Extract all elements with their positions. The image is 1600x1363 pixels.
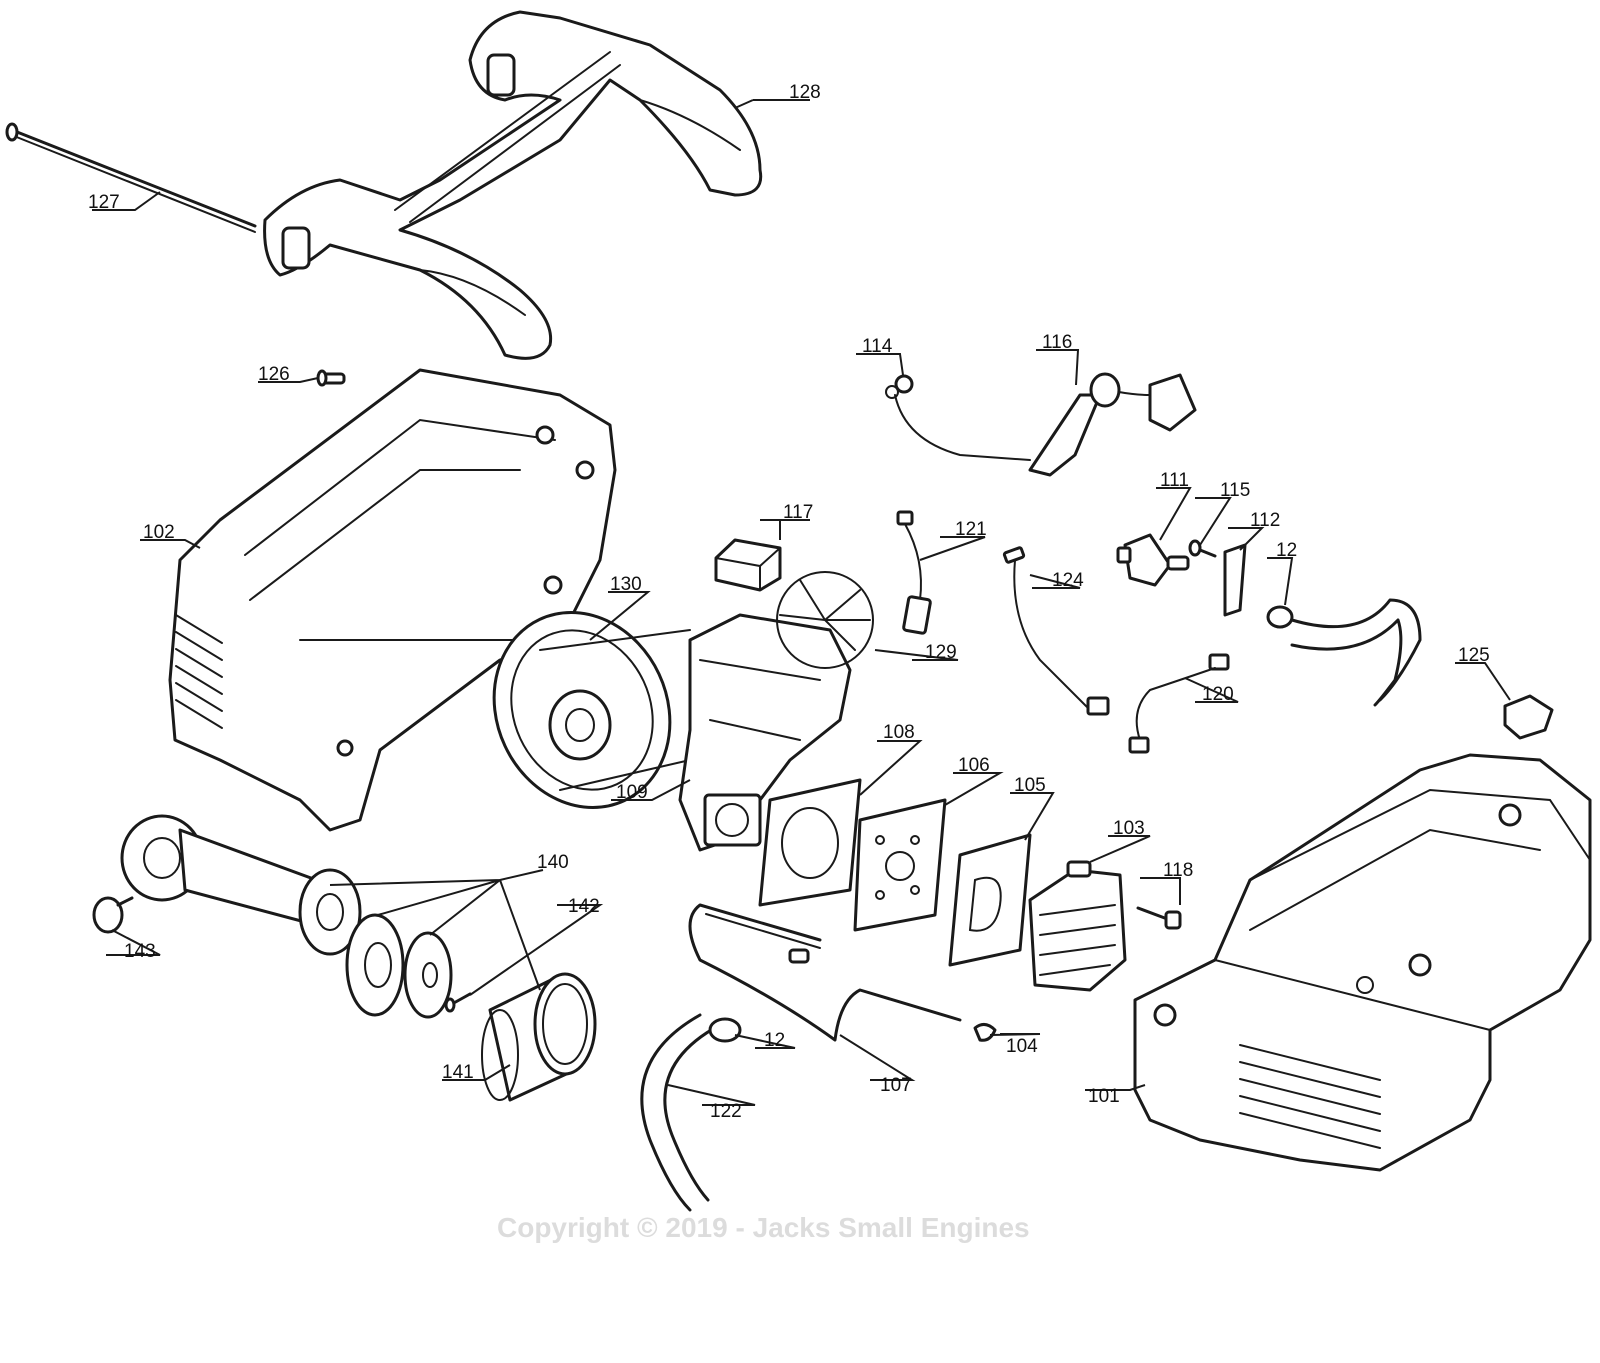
callout-106: 106 <box>958 755 990 776</box>
callout-105: 105 <box>1014 775 1046 796</box>
callout-130: 130 <box>610 574 642 595</box>
callout-107: 107 <box>880 1075 912 1096</box>
callout-127: 127 <box>88 192 120 213</box>
part-120-wire <box>1128 653 1230 754</box>
part-128-handle <box>263 10 763 360</box>
part-112-bracket <box>1223 543 1247 617</box>
callout-140: 140 <box>537 852 569 873</box>
part-117-filter-pad <box>714 538 782 592</box>
callout-116: 116 <box>1042 332 1072 353</box>
part-126-screw <box>316 369 346 387</box>
right-shroud-vents <box>1239 1044 1381 1149</box>
callout-101: 101 <box>1088 1086 1120 1107</box>
part-122-hose <box>640 1013 722 1212</box>
part-142-screw <box>444 992 472 1013</box>
callout-111: 111 <box>1160 470 1189 491</box>
part-140-washers <box>345 913 453 1019</box>
part-103-cylinder-head <box>1028 860 1127 992</box>
part-105-head-gasket <box>948 833 1032 967</box>
part-111-pressure-switch <box>1116 533 1190 587</box>
part-108-gasket <box>758 778 862 907</box>
part-127-axle-rod <box>5 122 257 233</box>
callout-120: 120 <box>1202 684 1234 705</box>
part-12-clamp-upper <box>1266 605 1294 629</box>
part-125-rocker-switch <box>1503 694 1554 740</box>
callout-labels: 128 127 126 114 116 102 117 121 111 115 … <box>88 82 1490 1122</box>
part-107-tube <box>688 903 962 1042</box>
part-141-cylinder-sleeve <box>481 972 597 1102</box>
leader-lines <box>92 99 1511 1106</box>
part-114-ground-screw <box>885 374 914 399</box>
callout-142: 142 <box>568 896 600 917</box>
callout-115: 115 <box>1220 480 1250 501</box>
part-140-connecting-rod <box>120 814 362 956</box>
callout-125: 125 <box>1458 645 1490 666</box>
part-115-screw <box>1188 539 1217 558</box>
callout-114: 114 <box>862 336 893 357</box>
callout-104: 104 <box>1006 1036 1038 1057</box>
part-124-wire <box>1002 546 1110 716</box>
callout-143: 143 <box>124 941 156 962</box>
callout-108: 108 <box>883 722 915 743</box>
part-104-clip <box>973 1023 997 1042</box>
copyright-notice: Copyright © 2019 - Jacks Small Engines <box>497 1212 1030 1243</box>
hose-right <box>1290 598 1422 707</box>
callout-121: 121 <box>955 519 987 540</box>
part-12-clamp-lower <box>708 1017 742 1043</box>
part-102-left-shroud <box>168 368 617 832</box>
callout-102: 102 <box>143 522 175 543</box>
callout-117: 117 <box>783 502 813 523</box>
callout-103: 103 <box>1113 818 1145 839</box>
part-129-motor-fan <box>678 571 874 852</box>
part-116-power-cord <box>894 372 1197 477</box>
part-121-brush-lead <box>896 510 932 635</box>
callout-129: 129 <box>925 642 957 663</box>
callout-118: 118 <box>1163 860 1193 881</box>
part-118-screw <box>1136 906 1182 930</box>
callout-112: 112 <box>1250 510 1280 531</box>
callout-122: 122 <box>710 1101 742 1122</box>
callout-124: 124 <box>1052 570 1084 591</box>
part-106-valve-plate <box>853 798 947 932</box>
left-shroud-vents <box>175 614 223 729</box>
callout-126: 126 <box>258 364 290 385</box>
part-101-right-shroud <box>1133 753 1592 1172</box>
part-143-bolt <box>92 896 134 934</box>
callout-141: 141 <box>442 1062 474 1083</box>
callout-12-upper: 12 <box>1276 540 1297 561</box>
callout-109: 109 <box>616 782 648 803</box>
callout-128: 128 <box>789 82 821 103</box>
callout-12-lower: 12 <box>764 1030 785 1051</box>
